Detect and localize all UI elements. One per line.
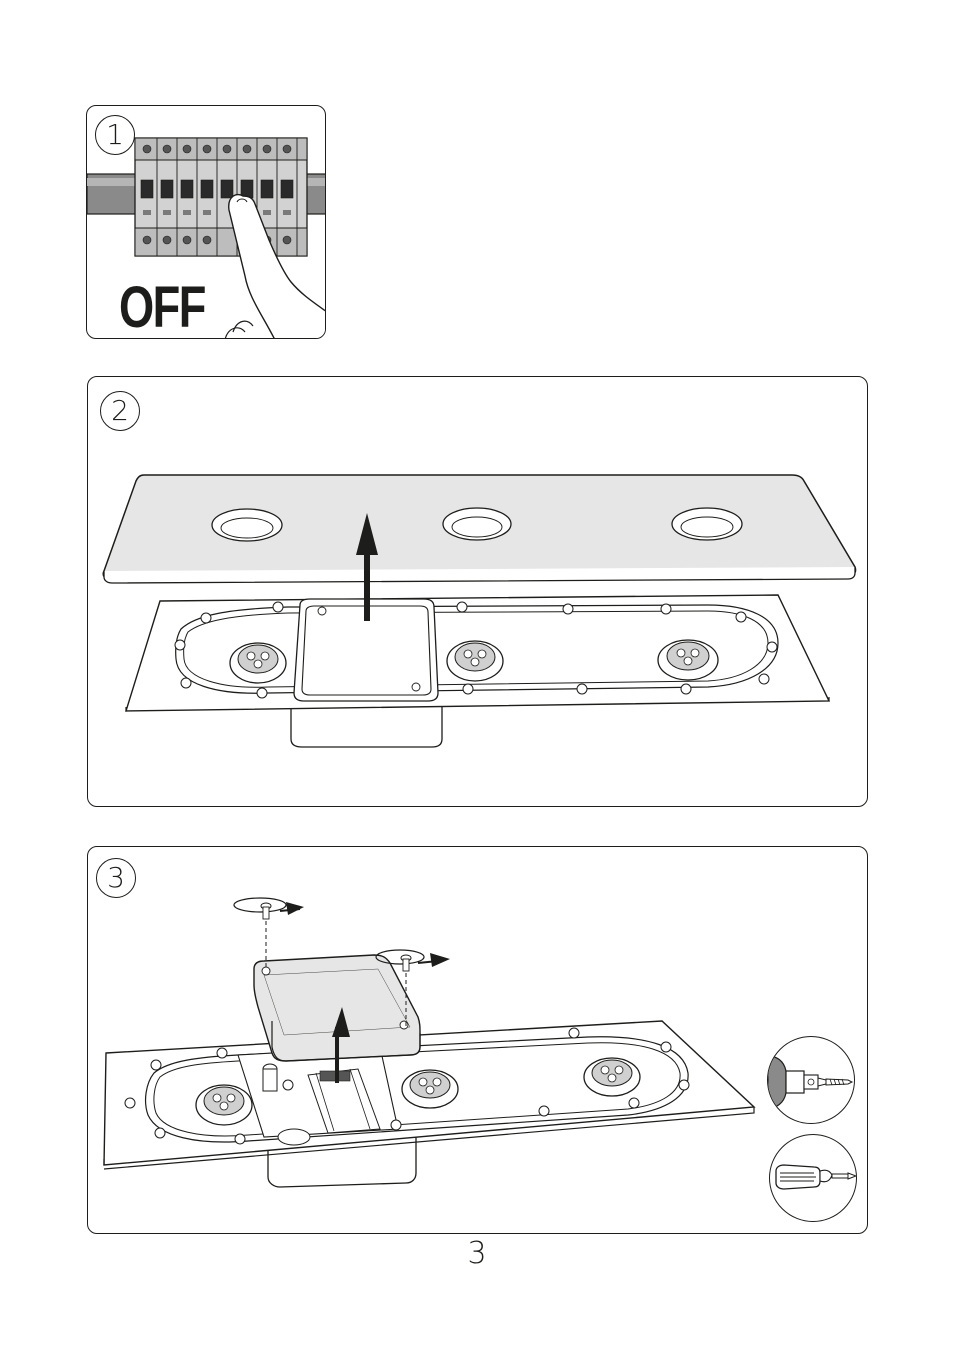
grommet xyxy=(447,641,503,681)
remove-cover-illustration xyxy=(88,377,868,807)
grommet xyxy=(658,640,718,680)
off-label: OFF xyxy=(119,274,205,339)
screwdriver-tool-icon xyxy=(769,1134,857,1222)
grommet xyxy=(230,643,286,683)
cover-plate xyxy=(103,475,855,583)
drill-tool-icon xyxy=(767,1036,855,1124)
step-number-1: 1 xyxy=(95,115,135,155)
step-2-panel: 2 xyxy=(87,376,868,807)
grommet xyxy=(196,1085,252,1125)
breaker-block xyxy=(135,138,307,256)
screw-unscrew-icon xyxy=(234,898,304,967)
page-number: 3 xyxy=(0,1236,954,1271)
step-number-3: 3 xyxy=(96,858,136,898)
base-plate xyxy=(104,1021,754,1169)
remove-lid-illustration xyxy=(88,847,868,1234)
grommet xyxy=(402,1070,458,1108)
step-3-panel: 3 xyxy=(87,846,868,1234)
step-1-panel: 1 xyxy=(86,105,326,339)
step-number-2: 2 xyxy=(100,391,140,431)
base-plate xyxy=(126,595,829,711)
grommet xyxy=(584,1058,640,1096)
